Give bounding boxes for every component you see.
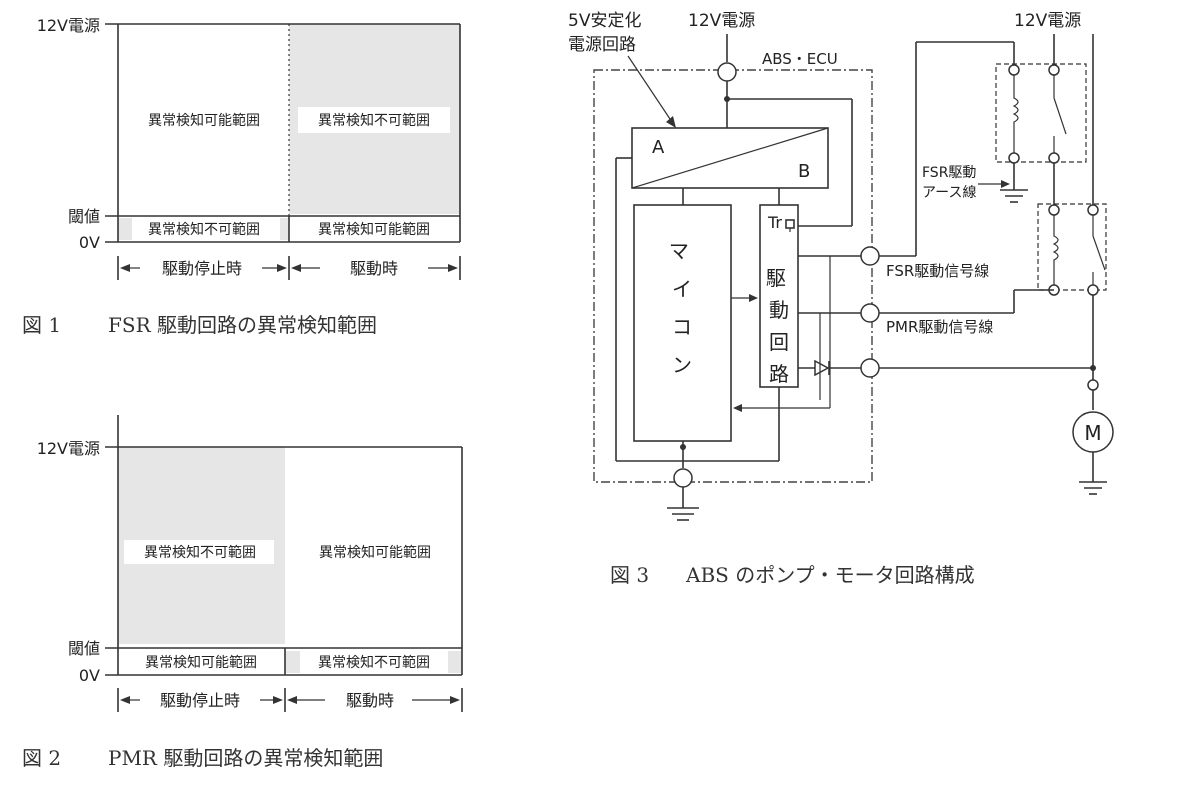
fig2-y-label-threshold: 閾値: [68, 639, 100, 658]
fig3-pmr-signal-label: PMR駆動信号線: [886, 318, 993, 336]
fig2-chart: 12V電源 閾値 0V 異常検知不可範囲 異常検知可能範囲 異常検知可能範囲 異…: [37, 415, 463, 712]
fig2-lower-right-label: 異常検知不可範囲: [318, 654, 430, 671]
fig1-upper-left-label: 異常検知可能範囲: [148, 112, 260, 129]
fig2-caption: PMR 駆動回路の異常検知範囲: [108, 746, 383, 770]
fig3-fsr-signal-label: FSR駆動信号線: [886, 262, 989, 280]
fig1-y-label-top: 12V電源: [37, 16, 100, 35]
fig3-diode: [814, 359, 830, 377]
fig3-terminal-fsr: [860, 246, 880, 266]
fig1-x-label-stop: 駆動停止時: [162, 259, 242, 278]
fig2-upper-left-label: 異常検知不可範囲: [144, 544, 256, 561]
fig1-x-label-drive: 駆動時: [350, 259, 398, 278]
fig3-caption-number: 図 3: [610, 563, 649, 587]
fig3-ecu-label: ABS・ECU: [762, 50, 838, 68]
fig3-supply-right-label: 12V電源: [1014, 11, 1081, 31]
fig3-pmr-relay: [1037, 203, 1107, 291]
fig2-upper-right-label: 異常検知可能範囲: [319, 544, 431, 561]
fig3-fsr-ground-label-1: FSR駆動: [922, 165, 976, 181]
fig1-y-label-threshold: 閾値: [68, 207, 100, 226]
fig3-fsr-relay: [995, 63, 1087, 163]
fig3-drive-block: [759, 204, 799, 388]
fig1-caption-number: 図 1: [22, 313, 61, 337]
fig3-pmr-coil: [1052, 215, 1059, 285]
fig1-y-label-zero: 0V: [79, 233, 100, 252]
fig3-terminal-motor: [860, 358, 880, 378]
fig3-tr-label: Tr: [767, 213, 782, 232]
fig3-terminal-12v: [717, 62, 737, 82]
fig3-stab-label-1: 5V安定化: [568, 11, 641, 31]
fig1-upper-right-label: 異常検知不可範囲: [318, 112, 430, 129]
fig2-caption-number: 図 2: [22, 746, 61, 770]
fig3-block-a-label: A: [652, 137, 665, 158]
fig3-motor-label: M: [1084, 421, 1101, 445]
fig3-fsr-coil: [1012, 75, 1019, 153]
fig1-lower-right-label: 異常検知可能範囲: [318, 221, 430, 238]
fig2-y-label-zero: 0V: [79, 666, 100, 685]
fig3-fsr-ground-label-2: アース線: [922, 185, 976, 201]
fig3-drive-label: 駆 動回路: [766, 266, 792, 386]
fig1-lower-left-label: 異常検知不可範囲: [148, 221, 260, 238]
fig1-caption: FSR 駆動回路の異常検知範囲: [108, 313, 377, 337]
fig2-x-label-drive: 駆動時: [346, 691, 394, 710]
fig3-micom-label: マ イコン: [669, 239, 695, 377]
fig3-circuit: ABS・ECU 5V安定化 電源回路 12V電源 12V電源 A B マ イコン…: [568, 11, 1114, 521]
fig3-terminal-pmr: [860, 303, 880, 323]
fig3-terminal-ground: [673, 468, 693, 488]
fig3-block-b-label: B: [798, 161, 810, 182]
fig3-supply-mid-label: 12V電源: [688, 11, 755, 31]
fig1-chart: 12V電源 閾値 0V 異常検知可能範囲 異常検知不可範囲 異常検知不可範囲 異…: [37, 16, 461, 280]
fig2-y-label-top: 12V電源: [37, 439, 100, 458]
fig2-lower-left-label: 異常検知可能範囲: [145, 654, 257, 671]
fig3-caption: ABS のポンプ・モータ回路構成: [685, 563, 975, 587]
fig2-x-label-stop: 駆動停止時: [160, 691, 240, 710]
fig3-stab-label-2: 電源回路: [568, 35, 636, 55]
